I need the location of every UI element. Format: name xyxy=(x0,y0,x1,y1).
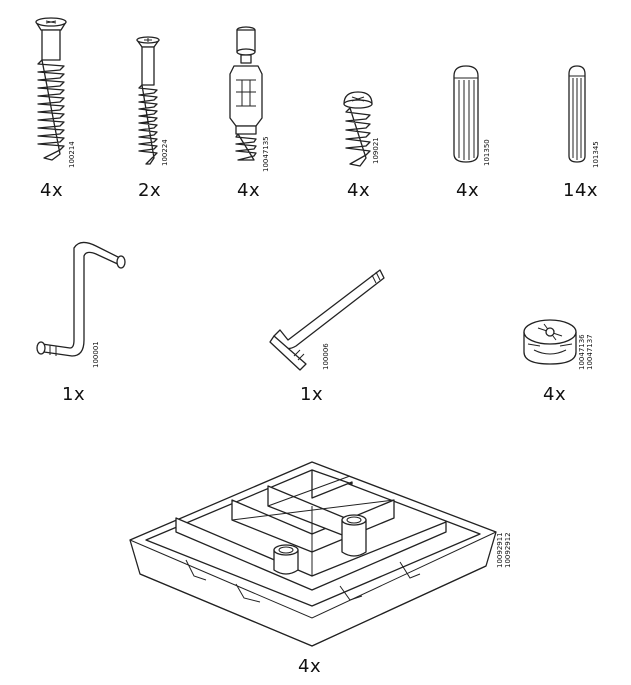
part-code: 10092911 xyxy=(496,532,504,568)
quantity-label: 1x xyxy=(300,384,324,405)
quantity-label: 2x xyxy=(138,180,162,201)
quantity-label: 1x xyxy=(62,384,86,405)
quantity-label: 4x xyxy=(40,180,64,201)
quantity-label: 4x xyxy=(237,180,261,201)
quantity-label: 4x xyxy=(347,180,371,201)
quantity-label: 4x xyxy=(543,384,567,405)
quantity-label: 4x xyxy=(298,656,322,677)
quantity-label: 14x xyxy=(563,180,599,201)
quantity-label: 4x xyxy=(456,180,480,201)
part-code: 10092912 xyxy=(504,532,512,568)
